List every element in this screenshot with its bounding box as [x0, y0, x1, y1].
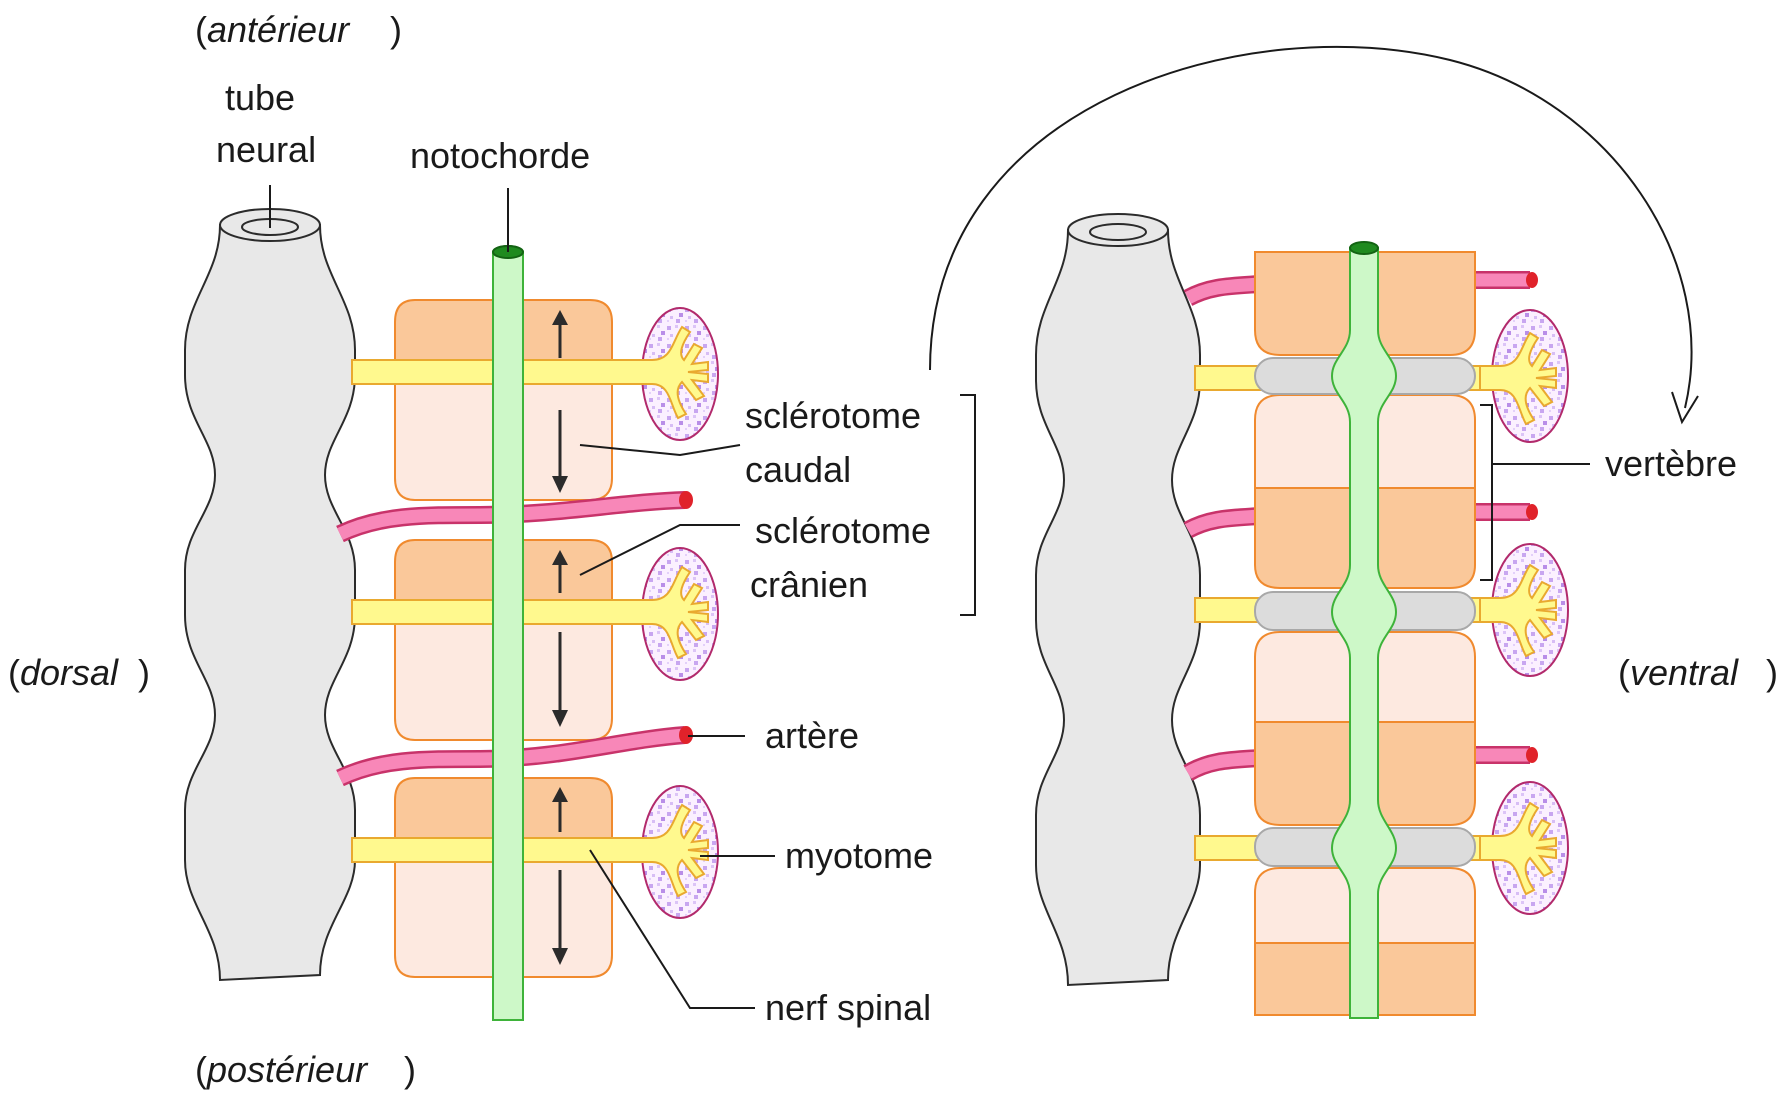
svg-text:): ): [1766, 652, 1778, 693]
neural-tube-right: [1036, 214, 1200, 985]
right-diagram: [1036, 214, 1590, 1018]
vertebra-bracket: [1480, 405, 1492, 580]
leader-lines: [270, 185, 975, 1008]
svg-text:): ): [390, 9, 402, 50]
svg-text:(: (: [195, 1049, 207, 1090]
label-nerf-spinal: nerf spinal: [765, 987, 931, 1028]
label-myotome: myotome: [785, 835, 933, 876]
label-tube-neural-2: neural: [216, 129, 316, 170]
svg-text:(: (: [8, 652, 20, 693]
label-sclerotome-cranien-2: crânien: [750, 564, 868, 605]
svg-text:): ): [138, 652, 150, 693]
label-anterior: antérieur: [207, 9, 351, 50]
svg-text:): ): [404, 1049, 416, 1090]
label-vertebre: vertèbre: [1605, 443, 1737, 484]
label-ventral: ventral: [1630, 652, 1739, 693]
label-dorsal: dorsal: [20, 652, 119, 693]
label-anterior-open: (: [195, 9, 207, 50]
svg-text:(: (: [1618, 652, 1630, 693]
label-sclerotome-cranien-1: sclérotome: [755, 510, 931, 551]
label-artere: artère: [765, 715, 859, 756]
neural-tube-left: [185, 209, 355, 980]
notochord-left-front: [493, 252, 523, 1020]
label-posterior: postérieur: [206, 1049, 369, 1090]
label-sclerotome-caudal-1: sclérotome: [745, 395, 921, 436]
left-diagram: [185, 209, 718, 1020]
label-tube-neural-1: tube: [225, 77, 295, 118]
label-notochorde: notochorde: [410, 135, 590, 176]
label-sclerotome-caudal-2: caudal: [745, 449, 851, 490]
